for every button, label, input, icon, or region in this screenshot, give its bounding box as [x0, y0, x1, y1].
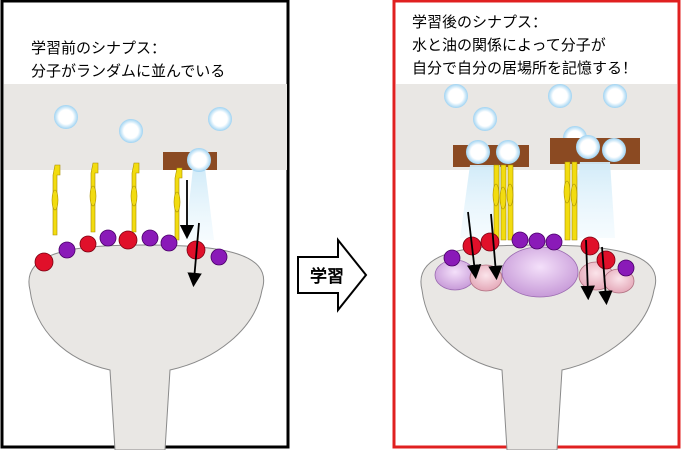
- right-vesicle-docked: [496, 140, 520, 164]
- left-caption-line2: 分子がランダムに並んでいる: [31, 62, 225, 80]
- right-channel-bulge: [563, 180, 571, 204]
- right-vesicle: [603, 84, 627, 108]
- right-channel-bulge: [506, 183, 514, 207]
- left-receptor-red: [34, 252, 54, 272]
- right-channel-bulge: [492, 183, 500, 207]
- right-receptor-purple: [443, 249, 461, 267]
- right-arrow: [488, 213, 503, 281]
- left-receptor-red: [118, 230, 138, 250]
- left-receptor-purple: [141, 229, 159, 247]
- right-arrow: [598, 246, 613, 306]
- right-channel-proteins: [492, 161, 578, 241]
- right-lipid-raft-large: [501, 246, 579, 298]
- right-receptor-red: [580, 236, 600, 256]
- left-caption-line1: 学習前のシナプス：: [31, 39, 166, 57]
- left-receptors: [34, 229, 228, 272]
- right-receptor-purple: [511, 231, 529, 249]
- right-channel-bulge: [499, 186, 507, 210]
- left-receptor-purple: [58, 241, 76, 259]
- left-channel-bulge: [51, 189, 59, 211]
- right-panel: 学習後のシナプス： 水と油の関係によって分子が 自分で自分の居場所を記憶する！: [392, 0, 681, 450]
- left-receptor-purple: [160, 234, 178, 252]
- right-vesicle: [473, 107, 497, 131]
- left-receptor-purple: [99, 229, 117, 247]
- right-vesicle-docked: [466, 140, 490, 164]
- learning-arrow: 学習: [297, 237, 368, 313]
- right-caption-line2: 水と油の関係によって分子が: [412, 36, 606, 54]
- learning-arrow-label: 学習: [310, 266, 344, 287]
- right-receptors: [443, 231, 635, 277]
- right-receptor-red: [596, 250, 616, 270]
- left-arrow: [187, 222, 202, 288]
- right-receptor-red: [480, 232, 500, 252]
- left-presynaptic-terminal: [4, 84, 287, 170]
- learning-arrow-shape: [297, 237, 368, 313]
- left-receptor-red: [79, 235, 97, 253]
- left-receptor-purple: [210, 248, 228, 266]
- left-vesicle-docked: [187, 148, 211, 172]
- left-vesicle: [208, 107, 232, 131]
- right-vesicle: [444, 84, 468, 108]
- left-panel: 学習前のシナプス： 分子がランダムに並んでいる: [0, 0, 290, 450]
- right-receptor-purple: [545, 233, 563, 251]
- right-vesicle-docked: [602, 138, 626, 162]
- right-release-beam: [568, 162, 615, 238]
- right-caption-line1: 学習後のシナプス：: [412, 13, 547, 31]
- left-vesicle: [54, 105, 78, 129]
- left-vesicle: [119, 119, 143, 143]
- right-vesicle: [548, 84, 572, 108]
- right-receptor-purple: [528, 232, 546, 250]
- right-arrow: [467, 211, 482, 280]
- right-caption-line3: 自分で自分の居場所を記憶する！: [412, 59, 637, 77]
- right-receptor-purple: [617, 259, 635, 277]
- left-channel-bulge: [130, 185, 138, 207]
- left-channel-proteins: [51, 162, 183, 241]
- right-arrow: [580, 239, 595, 301]
- left-release-beam: [185, 168, 214, 240]
- left-channel-bulge: [173, 191, 181, 213]
- right-vesicle-docked: [576, 135, 600, 159]
- right-channel-bulge: [570, 183, 578, 207]
- left-channel-bulge: [89, 185, 97, 207]
